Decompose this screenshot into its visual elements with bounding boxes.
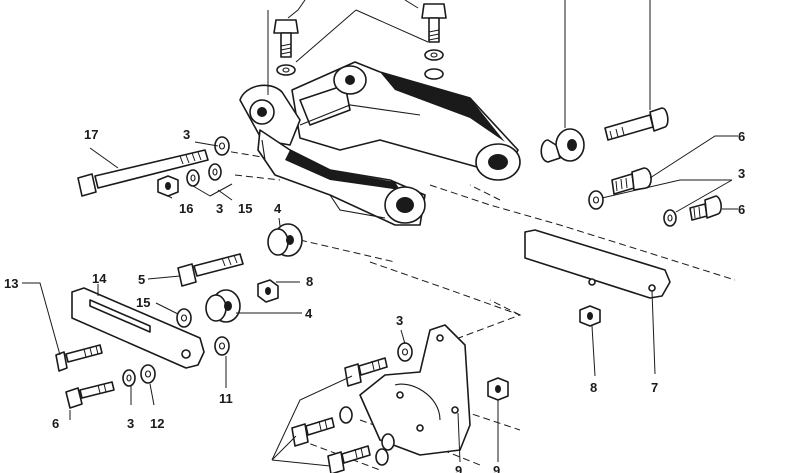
- bracket-bolt-3: [327, 445, 371, 473]
- washer-3-mid: [186, 169, 200, 187]
- callout-15-low: 15: [136, 295, 150, 310]
- bolt-6-left: [65, 381, 115, 409]
- washer-3-bracket: [397, 342, 413, 362]
- callout-15-mid: 15: [238, 201, 252, 216]
- top-left-bolt: [273, 19, 299, 58]
- callout-9-b: 9: [493, 463, 500, 473]
- callout-17: 17: [84, 127, 98, 142]
- callout-6-left: 6: [52, 416, 59, 431]
- nut-8-mid: [257, 279, 279, 303]
- long-bolt-right: [604, 107, 669, 141]
- assembly-guide-lines: [219, 149, 736, 471]
- callout-4-low: 4: [305, 306, 313, 321]
- bolt-5: [177, 253, 244, 287]
- washer-11: [214, 336, 230, 356]
- bolt-17: [77, 149, 209, 197]
- callout-12: 12: [150, 416, 164, 431]
- top-left-washer: [276, 64, 296, 76]
- callout-16: 16: [179, 201, 193, 216]
- callout-9-a: 9: [455, 463, 462, 473]
- callout-3-mid: 3: [216, 201, 223, 216]
- washer-15-low: [176, 308, 192, 328]
- washer-15-mid: [208, 163, 222, 181]
- bolt-6-upper: [611, 167, 652, 195]
- bushing-right: [540, 128, 585, 163]
- callout-8-mid: 8: [306, 274, 313, 289]
- washer-3-low: [122, 369, 136, 387]
- strap-7: [524, 229, 671, 299]
- bracket-bolt-2: [291, 417, 335, 447]
- washer-3-top: [214, 136, 230, 156]
- callout-13: 13: [4, 276, 18, 291]
- lower-mounting-bracket: [359, 324, 471, 456]
- washer-3-right: [663, 209, 677, 227]
- main-bracket-arm: [239, 61, 521, 226]
- callout-3-top: 3: [183, 127, 190, 142]
- callout-7: 7: [651, 380, 658, 395]
- slotted-strap-14: [71, 287, 205, 369]
- bolt-6-right: [689, 195, 722, 221]
- washer-3-upper: [588, 190, 604, 210]
- bolt-13: [55, 344, 103, 372]
- bushing-4-low: [205, 289, 241, 323]
- callout-3-right: 3: [738, 166, 745, 181]
- callout-3-bracket: 3: [396, 313, 403, 328]
- callout-11: 11: [219, 391, 233, 406]
- washer-12: [140, 364, 156, 384]
- callout-labels: 17 3 16 3 15 4 5 8 13 14 15 4 6 3 12 11 …: [4, 127, 745, 473]
- top-right-washer: [424, 49, 444, 80]
- top-right-bolt: [421, 3, 447, 43]
- callout-5: 5: [138, 272, 145, 287]
- callout-4-top: 4: [274, 201, 282, 216]
- callout-14: 14: [92, 271, 107, 286]
- bracket-washers: [339, 406, 395, 466]
- bracket-bolt-1: [344, 357, 388, 387]
- bushing-4-top: [267, 223, 303, 257]
- nut-8-right: [579, 305, 601, 327]
- callout-6-right: 6: [738, 202, 745, 217]
- nut-9: [487, 377, 509, 401]
- callout-8-right: 8: [590, 380, 597, 395]
- nut-16: [157, 175, 179, 197]
- leader-lines: [22, 0, 738, 467]
- callout-3-low: 3: [127, 416, 134, 431]
- callout-6-upper: 6: [738, 129, 745, 144]
